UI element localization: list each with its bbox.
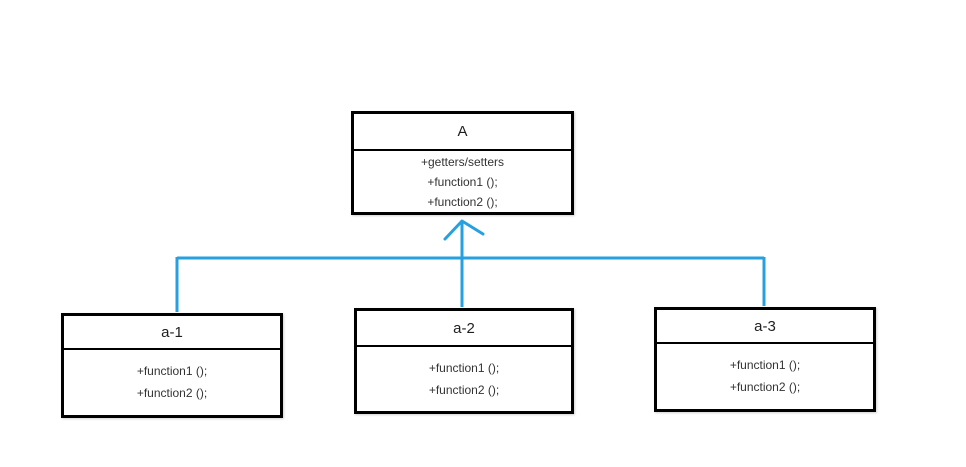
member-line: +function2 (); — [136, 386, 208, 400]
class-name-a1: a-1 — [64, 316, 280, 350]
member-line: +function2 (); — [428, 383, 500, 397]
class-members-a3: +function1 (); +function2 (); — [657, 344, 873, 409]
class-box-a1[interactable]: a-1 +function1 (); +function2 (); — [61, 313, 283, 418]
class-box-A[interactable]: A +getters/setters +function1 (); +funct… — [351, 111, 574, 215]
member-line: +function1 (); — [729, 358, 801, 372]
member-line: +function1 (); — [427, 175, 498, 189]
class-members-A: +getters/setters +function1 (); +functio… — [354, 151, 571, 212]
class-members-a2: +function1 (); +function2 (); — [357, 347, 571, 411]
inheritance-arrowhead-icon — [443, 219, 485, 241]
member-line: +function1 (); — [136, 364, 208, 378]
member-line: +function2 (); — [427, 195, 498, 209]
member-line: +function1 (); — [428, 361, 500, 375]
member-line: +getters/setters — [420, 155, 505, 169]
class-name-a3: a-3 — [657, 310, 873, 344]
class-name-a2: a-2 — [357, 311, 571, 347]
class-name-A: A — [354, 114, 571, 151]
class-box-a2[interactable]: a-2 +function1 (); +function2 (); — [354, 308, 574, 414]
member-line: +function2 (); — [729, 380, 801, 394]
class-box-a3[interactable]: a-3 +function1 (); +function2 (); — [654, 307, 876, 412]
class-members-a1: +function1 (); +function2 (); — [64, 350, 280, 415]
